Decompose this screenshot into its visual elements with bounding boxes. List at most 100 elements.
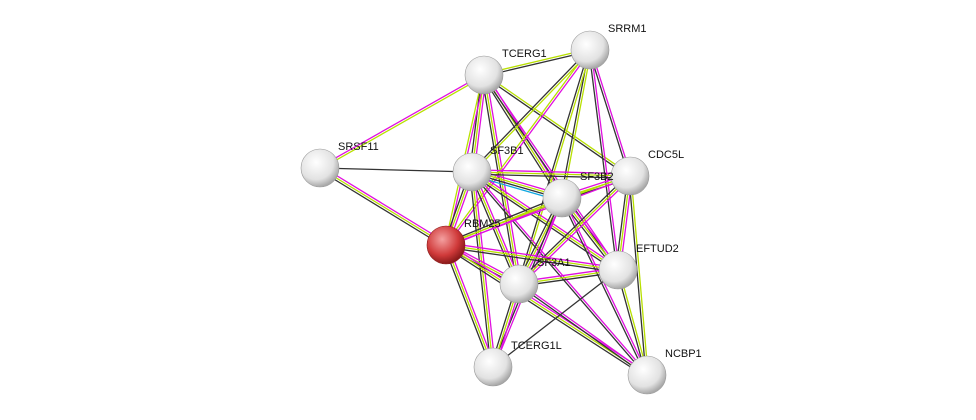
- edge-line-textmining: [562, 50, 592, 199]
- edge-line-coexpression: [517, 173, 629, 283]
- edge-line-coexpression: [517, 284, 647, 377]
- edge-CDC5L-SF3A1[interactable]: [517, 173, 632, 287]
- node-SRRM1[interactable]: SRRM1: [570, 23, 647, 70]
- node-NCBP1[interactable]: NCBP1: [627, 348, 702, 395]
- edge-line-coexpression: [588, 50, 630, 177]
- edge-line-textmining: [518, 175, 631, 285]
- edge-line-textmining: [319, 167, 447, 246]
- edge-line-experiments: [472, 169, 631, 175]
- edge-line-coexpression: [560, 198, 647, 376]
- edge-SRSF11-RBM25[interactable]: [318, 165, 448, 248]
- edge-line-coexpression: [470, 173, 618, 273]
- edge-line-experiments: [519, 282, 649, 375]
- edge-line-coexpression: [588, 50, 618, 271]
- edge-line-coexpression: [318, 169, 446, 248]
- edge-SRRM1-EFTUD2[interactable]: [588, 49, 620, 271]
- node-TCERG1[interactable]: TCERG1: [464, 48, 547, 95]
- edge-SF3A1-NCBP1[interactable]: [517, 282, 649, 377]
- edge-line-textmining: [472, 50, 592, 174]
- node-sphere[interactable]: [426, 225, 466, 265]
- edge-CDC5L-NCBP1[interactable]: [628, 175, 649, 376]
- edge-line-coexpression: [517, 49, 590, 284]
- edge-CDC5L-RBM25[interactable]: [445, 174, 631, 247]
- edge-line-textmining: [471, 171, 631, 177]
- node-label: CDC5L: [648, 149, 684, 161]
- node-SF3A1[interactable]: SF3A1: [499, 257, 571, 304]
- node-label: TCERG1L: [511, 340, 562, 352]
- edge-SRRM1-SF3B1[interactable]: [470, 48, 592, 174]
- edge-line-textmining: [630, 175, 649, 375]
- edge-line-coexpression: [470, 48, 590, 172]
- node-sphere[interactable]: [627, 355, 667, 395]
- node-label: SF3B2: [580, 171, 614, 183]
- node-SF3B2[interactable]: SF3B2: [542, 171, 614, 218]
- node-SRSF11[interactable]: SRSF11: [300, 141, 379, 188]
- node-sphere[interactable]: [473, 347, 513, 387]
- edge-SRRM1-RBM25[interactable]: [444, 48, 592, 247]
- edge-line-textmining: [519, 50, 592, 285]
- edge-line-textmining: [444, 48, 590, 245]
- edge-SF3B1-EFTUD2[interactable]: [470, 169, 620, 273]
- edge-line-textmining: [320, 75, 485, 170]
- node-sphere[interactable]: [452, 152, 492, 192]
- edge-line-experiments: [590, 49, 620, 270]
- node-label: SRSF11: [338, 141, 379, 153]
- edge-line-experiments: [472, 170, 649, 375]
- node-label: TCERG1: [502, 48, 547, 60]
- edge-SF3B1-CDC5L[interactable]: [471, 169, 631, 179]
- node-label: SF3B1: [490, 145, 524, 157]
- edge-line-textmining: [484, 73, 631, 176]
- edge-line-experiments: [485, 74, 522, 284]
- edge-line-coexpression: [471, 173, 630, 179]
- node-label: SF3A1: [537, 257, 571, 269]
- edge-line-coexpression: [443, 245, 492, 369]
- edge-line-textmining: [445, 244, 494, 368]
- edge-line-experiments: [590, 49, 632, 176]
- edge-SRSF11-SF3B1[interactable]: [319, 167, 473, 173]
- edge-line-coexpression: [470, 172, 647, 377]
- node-sphere[interactable]: [300, 148, 340, 188]
- edge-SRRM1-SF3A1[interactable]: [517, 49, 592, 285]
- node-CDC5L[interactable]: CDC5L: [610, 149, 684, 196]
- node-SF3B1[interactable]: SF3B1: [452, 145, 524, 192]
- node-sphere[interactable]: [610, 156, 650, 196]
- edge-SF3B1-NCBP1[interactable]: [470, 170, 649, 377]
- edge-line-textmining: [471, 171, 619, 271]
- edge-SRSF11-TCERG1[interactable]: [319, 73, 485, 170]
- edge-line-coexpression: [444, 195, 562, 244]
- node-EFTUD2[interactable]: EFTUD2: [598, 243, 679, 290]
- node-sphere[interactable]: [542, 178, 582, 218]
- edge-line-textmining: [445, 174, 630, 245]
- edge-EFTUD2-TCERG1L[interactable]: [492, 269, 619, 368]
- node-label: EFTUD2: [636, 243, 679, 255]
- edge-line-coexpression: [319, 167, 473, 173]
- node-sphere[interactable]: [499, 264, 539, 304]
- edge-SRRM1-CDC5L[interactable]: [588, 49, 632, 177]
- edge-line-experiments: [447, 243, 496, 367]
- edge-line-experiments: [446, 242, 649, 374]
- edge-line-experiments: [446, 176, 631, 247]
- edge-line-coexpression: [444, 246, 647, 378]
- edge-RBM25-NCBP1[interactable]: [444, 242, 649, 378]
- edge-line-coexpression: [628, 176, 647, 376]
- edges-layer: [318, 48, 649, 378]
- edge-line-coexpression: [483, 75, 630, 178]
- edge-RBM25-EFTUD2[interactable]: [445, 242, 619, 273]
- edge-RBM25-TCERG1L[interactable]: [443, 243, 496, 369]
- edge-line-coexpression: [492, 269, 619, 368]
- edge-line-experiments: [520, 177, 632, 287]
- edge-line-coexpression: [482, 75, 618, 271]
- node-sphere[interactable]: [598, 250, 638, 290]
- edge-line-textmining: [445, 244, 619, 271]
- node-label: NCBP1: [665, 348, 702, 360]
- node-label: RBM25: [464, 218, 501, 230]
- node-sphere[interactable]: [570, 30, 610, 70]
- node-TCERG1L[interactable]: TCERG1L: [473, 340, 562, 387]
- edge-line-experiments: [446, 242, 619, 269]
- node-RBM25[interactable]: RBM25: [426, 218, 501, 265]
- node-sphere[interactable]: [464, 55, 504, 95]
- edge-line-experiments: [320, 165, 448, 244]
